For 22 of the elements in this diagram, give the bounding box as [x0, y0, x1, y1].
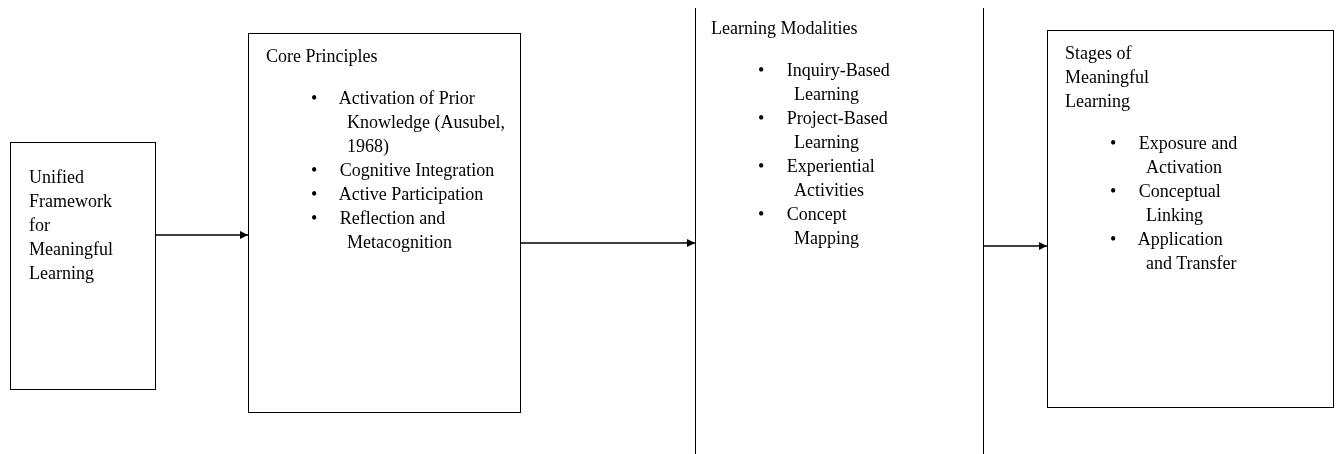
process-box — [10, 142, 156, 390]
bullet-item: • Reflection and Metacognition — [311, 207, 453, 254]
bullet-item: • Experiential Activities — [758, 155, 876, 202]
bullet-item: • Cognitive Integration — [311, 159, 496, 182]
arrow — [155, 231, 249, 239]
process-box — [1047, 30, 1334, 408]
bullet-item: • Application and Transfer — [1110, 228, 1238, 275]
bullet-item: • Activation of Prior Knowledge (Ausubel, 1968) — [311, 87, 506, 158]
bullet-item: • Concept Mapping — [758, 203, 860, 250]
bullet-item: • Exposure and Activation — [1110, 132, 1239, 179]
process-box — [695, 8, 984, 454]
box-text: Unified Framework for Meaningful Learning — [29, 166, 114, 285]
arrow — [983, 242, 1048, 250]
box-heading: Stages of Meaningful Learning — [1065, 42, 1150, 113]
bullet-item: • Inquiry-Based Learning — [758, 59, 891, 106]
bullet-item: • Project-Based Learning — [758, 107, 889, 154]
bullet-item: • Conceptual Linking — [1110, 180, 1222, 227]
box-heading: Core Principles — [266, 45, 379, 68]
bullet-item: • Active Participation — [311, 183, 485, 206]
box-heading: Learning Modalities — [711, 17, 859, 40]
process-box — [248, 33, 521, 413]
arrow — [520, 239, 696, 247]
